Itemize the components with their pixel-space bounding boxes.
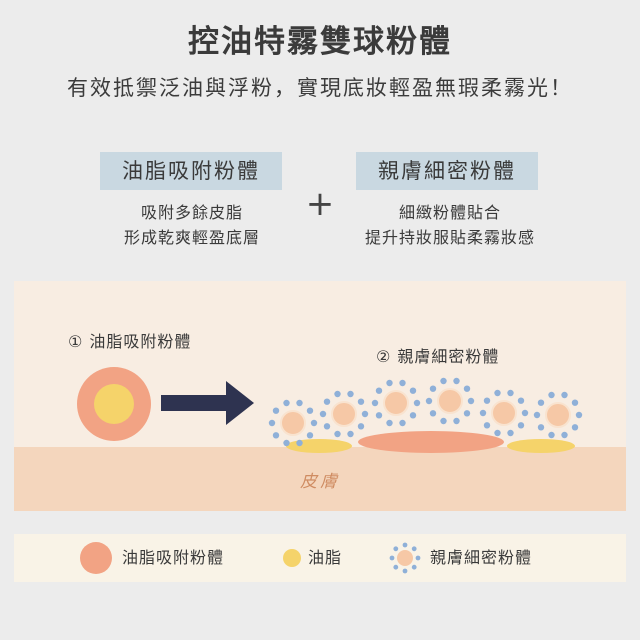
feature-desc-line: 提升持妝服貼柔霧妝感 [364,228,535,247]
feature-desc-line: 吸附多餘皮脂 [140,203,243,222]
feature-desc-line: 細緻粉體貼合 [398,203,501,222]
legend-label-skin-friendly: 親膚細密粉體 [430,548,533,567]
skin-label: 皮膚 [300,472,340,492]
absorb-powder-layer [358,431,504,453]
powder-diagram [77,367,583,453]
fine-powder-particle [268,399,318,447]
orange-circle-icon [80,542,112,574]
oil-droplet [286,439,352,453]
feature-label-skin-friendly: 親膚細密粉體 [356,152,538,190]
yellow-circle-icon [283,549,301,567]
fine-powder-particle [371,379,421,427]
step1-label: ① 油脂吸附粉體 [68,332,192,351]
page-subtitle: 有效抵禦泛油與浮粉，實現底妝輕盈無瑕柔霧光！ [67,76,573,100]
page-title: 控油特霧雙球粉體 [188,24,452,60]
fine-powder-particle [425,377,475,425]
plus-sign: + [305,184,335,224]
fine-powder-particle [479,389,529,437]
legend-label-oil: 油脂 [308,548,343,567]
legend-label-oil-absorbing: 油脂吸附粉體 [122,548,225,567]
arrow-right-icon [161,381,254,425]
legend-bar: 油脂吸附粉體 油脂 親膚細密粉體 [14,534,626,582]
step2-label: ② 親膚細密粉體 [376,347,500,366]
feature-label-oil-absorbing: 油脂吸附粉體 [100,152,282,190]
feature-desc-line: 形成乾爽輕盈底層 [123,228,260,247]
fine-powder-particle [533,391,583,439]
skin-layer [14,447,626,511]
illustration-panel: 皮膚 ① 油脂吸附粉體 ② 親膚細密粉體 [14,281,626,511]
dotted-powder-icon [389,542,421,574]
oil-droplet [507,439,575,453]
feature-desc-oil-absorbing: 吸附多餘皮脂 形成乾爽輕盈底層 [92,200,292,250]
feature-desc-skin-friendly: 細緻粉體貼合 提升持妝服貼柔霧妝感 [340,200,560,250]
fine-powder-particle [319,390,369,438]
fine-powder-particles [268,377,583,447]
absorb-powder-particle [77,367,151,441]
